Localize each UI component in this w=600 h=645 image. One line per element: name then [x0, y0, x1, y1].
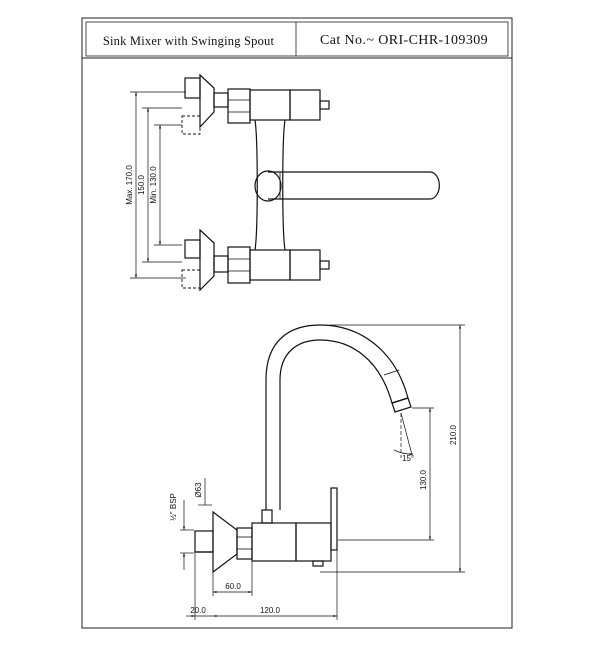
side-view-dimensions	[180, 324, 465, 620]
spout-height-label: 130.0	[419, 469, 428, 490]
total-height-label: 210.0	[449, 424, 458, 445]
top-view	[181, 73, 440, 292]
mixer-body	[251, 487, 338, 567]
lower-inlet-assembly	[181, 228, 330, 292]
nominal-spacing-label: 150.0	[137, 174, 146, 195]
catalog-number-label: Cat No.~ ORI-CHR-109309	[319, 33, 489, 48]
wall-gap-label: 20.0	[190, 606, 206, 615]
flange-diameter-label: Ø63	[194, 482, 203, 498]
max-spacing-label: Max. 170.0	[125, 165, 134, 205]
swinging-spout	[265, 324, 412, 510]
spout-angle-label: 15°	[402, 454, 414, 463]
center-column	[254, 119, 440, 251]
projection-label: 120.0	[260, 606, 281, 615]
product-name-label: Sink Mixer with Swinging Spout	[102, 33, 275, 48]
body-offset-label: 60.0	[225, 582, 241, 591]
top-view-dimensions	[130, 91, 186, 279]
drawing-frame	[81, 17, 513, 629]
inlet-thread-label: ½" BSP	[169, 493, 178, 521]
side-view	[194, 324, 412, 574]
min-spacing-label: Min. 130.0	[149, 166, 158, 204]
wall-inlet-assembly	[194, 510, 253, 574]
